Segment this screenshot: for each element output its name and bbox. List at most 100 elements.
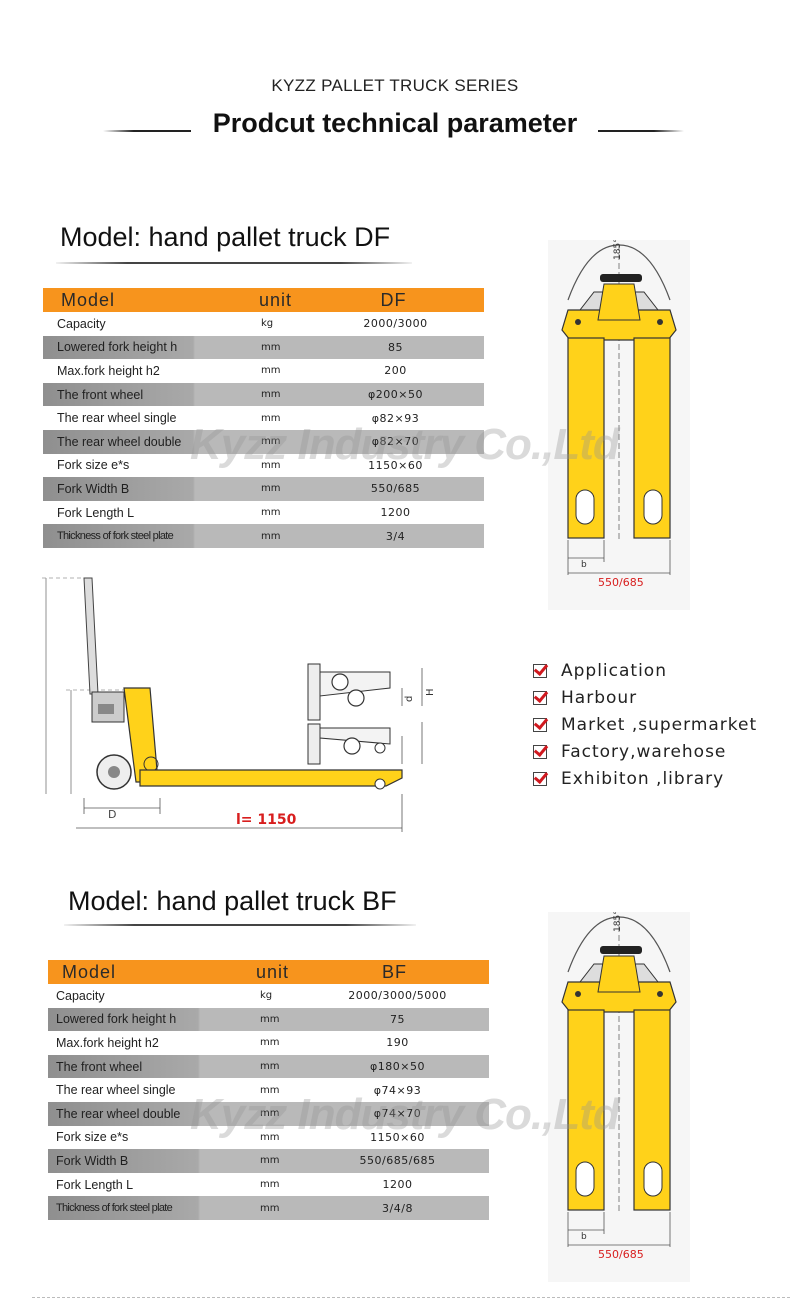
bf-row-label: Max.fork height h2 bbox=[56, 1035, 159, 1050]
bf-row-label: The rear wheel double bbox=[56, 1106, 181, 1121]
df-spec-table: Model unit DF Capacity kg 2000/3000 Lowere… bbox=[43, 288, 484, 548]
bf-header-value: BF bbox=[381, 961, 407, 982]
df-row-value: 2000/3000 bbox=[363, 317, 428, 331]
bf-row-value: 190 bbox=[386, 1036, 409, 1050]
bf-row-unit: mm bbox=[260, 1131, 280, 1143]
bf-row: Max.fork height h2 mm 190 bbox=[48, 1031, 489, 1055]
bf-row-label: The front wheel bbox=[56, 1059, 143, 1074]
df-top-view-drawing: 185° b 550/685 bbox=[548, 240, 690, 610]
df-row-unit: mm bbox=[261, 436, 281, 448]
df-row-value: 1150×60 bbox=[368, 458, 423, 472]
side-length-label: l= 1150 bbox=[236, 812, 297, 828]
df-row-unit: kg bbox=[261, 318, 274, 330]
bf-row-unit: mm bbox=[260, 1155, 280, 1167]
list-item: Harbour bbox=[533, 684, 757, 711]
page-headline: Prodcut technical parameter bbox=[212, 108, 578, 138]
bf-row-label: The rear wheel single bbox=[56, 1083, 176, 1098]
bf-row: The front wheel mm φ180×50 bbox=[48, 1054, 489, 1079]
bf-top-view-drawing: 185° b 550/685 bbox=[548, 912, 690, 1282]
df-row-label: The front wheel bbox=[57, 387, 144, 402]
df-header-unit: unit bbox=[259, 289, 293, 310]
checkbox-icon bbox=[533, 690, 547, 705]
list-item: Market ,supermarket bbox=[533, 711, 757, 738]
bf-table-header: Model unit BF bbox=[48, 960, 489, 984]
side-h-label: H bbox=[425, 688, 436, 696]
df-b-label: b bbox=[581, 560, 587, 570]
df-row-unit: mm bbox=[261, 483, 281, 495]
bf-b-label: b bbox=[581, 1232, 587, 1242]
application-label: Factory,warehose bbox=[561, 741, 727, 762]
df-row-unit: mm bbox=[261, 530, 281, 542]
bf-row-label: Fork size e*s bbox=[56, 1130, 129, 1145]
bf-row-value: 2000/3000/5000 bbox=[348, 989, 447, 1003]
bf-row-value: φ180×50 bbox=[370, 1060, 425, 1074]
application-label: Market ,supermarket bbox=[561, 714, 758, 735]
bf-row-unit: kg bbox=[260, 990, 273, 1002]
df-row-label: Lowered fork height h bbox=[57, 340, 178, 355]
bf-row-label: Lowered fork height h bbox=[56, 1012, 177, 1027]
bf-row-unit: mm bbox=[260, 1084, 280, 1096]
bf-width-label: 550/685 bbox=[598, 1248, 644, 1261]
df-row-unit: mm bbox=[261, 389, 281, 401]
df-row-value: 85 bbox=[388, 340, 403, 354]
df-row-label: Capacity bbox=[57, 316, 106, 331]
df-row-label: Fork Length L bbox=[57, 505, 135, 520]
list-item: Application bbox=[533, 657, 757, 684]
df-row-value: 200 bbox=[384, 364, 407, 378]
df-row-unit: mm bbox=[261, 507, 281, 519]
df-row-unit: mm bbox=[261, 459, 281, 471]
series-title: KYZZ PALLET TRUCK SERIES bbox=[271, 76, 519, 95]
df-row-label: The rear wheel double bbox=[57, 434, 182, 449]
bf-row-unit: mm bbox=[260, 1179, 280, 1191]
checkbox-icon bbox=[533, 771, 547, 786]
df-row-label: Fork Width B bbox=[57, 481, 130, 496]
checkbox-icon bbox=[533, 717, 547, 732]
df-row: Fork Length L mm 1200 bbox=[43, 501, 484, 525]
bf-row-unit: mm bbox=[260, 1037, 280, 1049]
headline-left-rule bbox=[103, 130, 191, 132]
df-row-unit: mm bbox=[261, 412, 281, 424]
df-row-value: φ82×70 bbox=[371, 435, 420, 449]
checkbox-icon bbox=[533, 744, 547, 759]
side-d-small-label: d bbox=[404, 696, 415, 702]
application-label: Application bbox=[561, 660, 667, 681]
bf-angle-label: 185° bbox=[613, 912, 623, 932]
bf-model-title: Model: hand pallet truck BF bbox=[68, 886, 397, 916]
df-row: Capacity kg 2000/3000 bbox=[43, 312, 484, 336]
checkbox-icon bbox=[533, 663, 547, 678]
df-table-header: Model unit DF bbox=[43, 288, 484, 312]
bf-row-label: Fork Width B bbox=[56, 1153, 129, 1168]
df-row: Fork Width B mm 550/685 bbox=[43, 477, 484, 501]
df-row-unit: mm bbox=[261, 365, 281, 377]
df-row-unit: mm bbox=[261, 341, 281, 353]
headline-right-rule bbox=[598, 130, 684, 132]
watermark: Kyzz Industry Co.,Ltd bbox=[190, 1090, 620, 1139]
bf-row-value: φ74×93 bbox=[373, 1083, 422, 1097]
df-row: Lowered fork height h mm 85 bbox=[43, 335, 484, 360]
bf-title-rule bbox=[64, 924, 416, 926]
bf-row-value: 550/685/685 bbox=[359, 1154, 436, 1168]
bf-row-unit: mm bbox=[260, 1061, 280, 1073]
df-row-label: The rear wheel single bbox=[57, 411, 177, 426]
df-angle-label: 185° bbox=[613, 240, 623, 260]
df-row-value: 550/685 bbox=[370, 482, 421, 496]
df-width-label: 550/685 bbox=[598, 576, 644, 589]
application-label: Exhibiton ,library bbox=[561, 768, 725, 789]
bf-row-unit: mm bbox=[260, 1013, 280, 1025]
df-title-rule bbox=[56, 262, 412, 264]
application-list: Application Harbour Market ,supermarket … bbox=[533, 657, 757, 792]
df-row-value: 1200 bbox=[380, 506, 411, 520]
bf-row: The rear wheel single mm φ74×93 bbox=[48, 1078, 489, 1102]
list-item: Exhibiton ,library bbox=[533, 765, 757, 792]
bf-header-unit: unit bbox=[256, 961, 290, 982]
application-label: Harbour bbox=[561, 687, 638, 708]
